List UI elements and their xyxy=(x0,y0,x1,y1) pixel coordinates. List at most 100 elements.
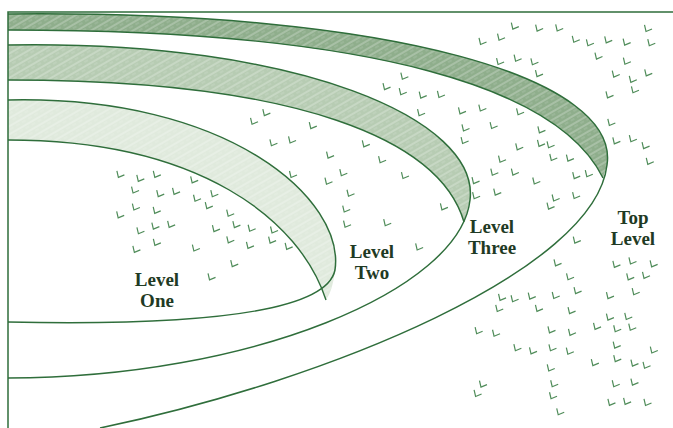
grass-tick xyxy=(117,171,125,178)
grass-tick xyxy=(549,344,557,351)
grass-tick xyxy=(152,223,160,230)
grass-tick xyxy=(530,347,538,354)
grass-tick xyxy=(642,142,650,149)
level-label: Top Level xyxy=(598,207,668,249)
grass-tick xyxy=(624,398,632,405)
grass-tick xyxy=(629,76,637,83)
grass-tick xyxy=(289,136,297,143)
grass-tick xyxy=(645,69,653,76)
grass-tick xyxy=(550,154,558,161)
bands xyxy=(8,14,608,300)
grass-tick xyxy=(629,324,637,331)
grass-tick xyxy=(117,211,125,218)
grass-tick xyxy=(514,344,522,351)
grass-tick xyxy=(153,171,161,178)
grass-tick xyxy=(627,273,635,280)
grass-tick xyxy=(557,408,565,415)
grass-tick xyxy=(173,188,181,195)
grass-tick xyxy=(379,156,387,163)
grass-tick xyxy=(573,172,581,179)
grass-tick xyxy=(556,24,564,31)
grass-tick xyxy=(632,288,640,295)
grass-tick xyxy=(133,246,141,253)
region-boundary xyxy=(8,45,470,378)
label-group: Level Two xyxy=(337,241,407,283)
grass-tick xyxy=(233,221,241,228)
grass-tick xyxy=(535,305,543,312)
grass-tick xyxy=(137,227,145,234)
grass-tick xyxy=(490,122,498,129)
grass-tick xyxy=(211,190,219,197)
grass-tick xyxy=(533,178,541,185)
grass-tick xyxy=(497,58,505,65)
grass-tick xyxy=(153,239,161,246)
grass-tick xyxy=(475,327,483,334)
grass-tick xyxy=(606,314,614,321)
grass-tick xyxy=(608,399,616,406)
grass-tick xyxy=(269,237,277,244)
grass-ticks xyxy=(117,23,658,415)
grass-tick xyxy=(132,187,140,194)
region-shape xyxy=(8,14,608,428)
grass-tick xyxy=(479,38,487,45)
region-shape xyxy=(8,45,470,378)
grass-tick xyxy=(343,206,351,213)
grass-tick xyxy=(347,190,355,197)
grass-tick xyxy=(474,390,482,397)
grass-tick xyxy=(498,34,506,41)
grass-tick xyxy=(568,329,576,336)
level-one-region: Level One xyxy=(8,100,338,322)
grass-tick xyxy=(511,23,519,30)
grass-tick xyxy=(631,86,639,93)
grass-tick xyxy=(646,158,654,165)
grass-tick xyxy=(461,137,469,144)
region-outline xyxy=(8,12,612,428)
grass-tick xyxy=(572,36,580,43)
grass-tick xyxy=(645,25,653,32)
grass-tick xyxy=(383,83,391,90)
grass-tick xyxy=(251,118,259,125)
grass-tick xyxy=(517,108,525,115)
grass-tick xyxy=(473,192,481,199)
grass-tick xyxy=(231,260,239,267)
grass-tick xyxy=(613,342,621,349)
grass-tick xyxy=(606,292,614,299)
grass-tick xyxy=(511,295,518,302)
level-three-region: Level ThreeLevel TwoLevel One xyxy=(8,12,612,428)
grass-tick xyxy=(194,195,202,202)
level-label: Level Three xyxy=(457,216,527,258)
grass-tick xyxy=(650,260,658,267)
grass-tick xyxy=(552,194,560,201)
grass-tick xyxy=(227,236,235,243)
region-outline xyxy=(8,45,473,378)
grass-tick xyxy=(643,272,651,279)
grass-tick xyxy=(614,325,622,332)
grass-tick xyxy=(246,242,254,249)
grass-tick xyxy=(574,287,582,294)
grass-tick xyxy=(552,292,560,299)
grass-tick xyxy=(479,105,487,112)
grass-tick xyxy=(496,305,504,312)
grass-tick xyxy=(399,88,407,95)
grass-tick xyxy=(168,221,176,228)
grass-tick xyxy=(491,169,499,176)
grass-tick xyxy=(499,294,507,301)
grass-tick xyxy=(191,176,199,183)
grass-tick xyxy=(573,237,581,244)
grass-tick xyxy=(623,39,631,46)
grass-tick xyxy=(493,330,501,337)
grass-tick xyxy=(325,178,333,185)
grass-tick xyxy=(550,392,558,399)
grass-tick xyxy=(263,109,271,116)
grass-tick xyxy=(613,261,621,268)
grass-tick xyxy=(401,73,409,80)
grass-tick xyxy=(623,58,631,65)
grass-tick xyxy=(631,360,639,367)
grass-tick xyxy=(554,259,562,266)
grass-tick xyxy=(631,379,639,386)
grass-tick xyxy=(605,36,613,43)
